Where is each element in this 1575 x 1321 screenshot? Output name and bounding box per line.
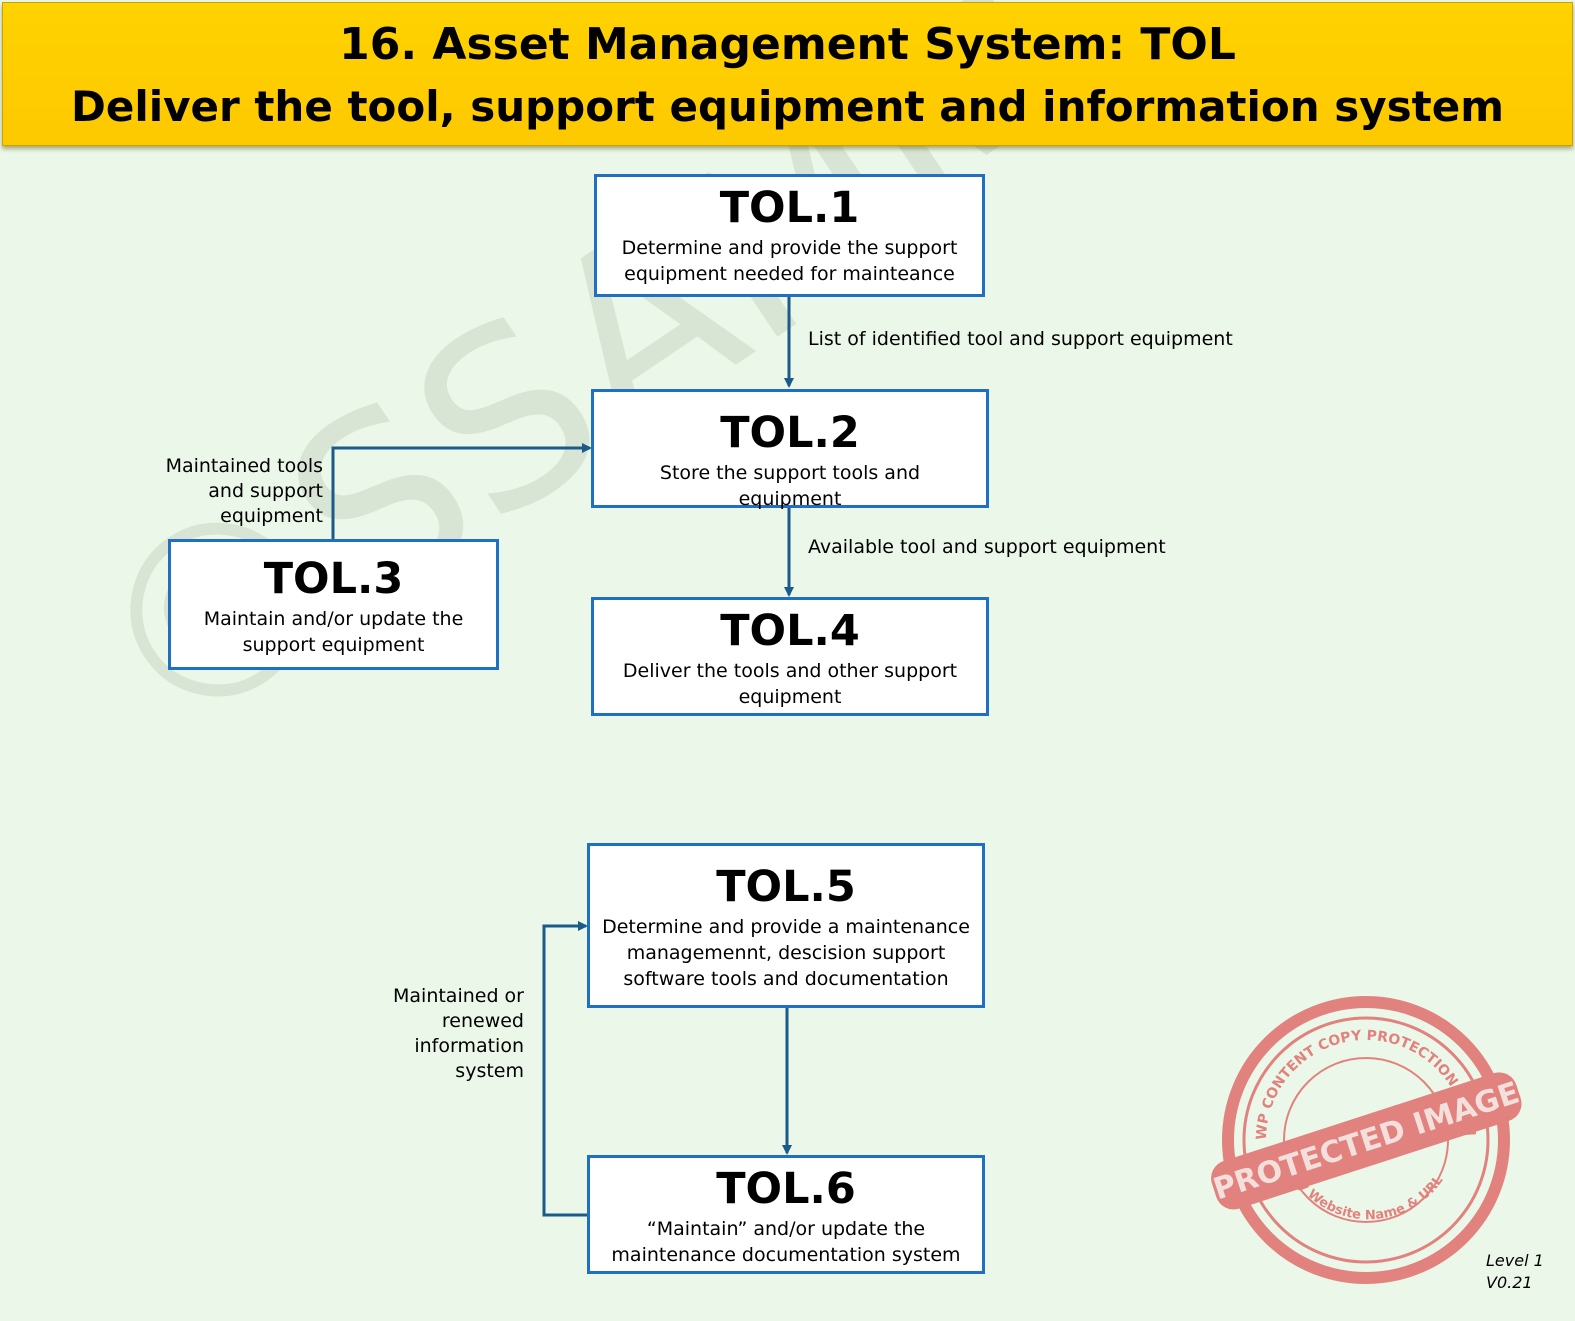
flow-label-tol1-tol2: List of identified tool and support equi… — [808, 328, 1233, 350]
process-description: Determine and provide the support equipm… — [621, 237, 958, 285]
arrow-tol3-to-tol2 — [331, 443, 592, 540]
process-description: “Maintain” and/or update the maintenance… — [611, 1218, 961, 1266]
process-box-tol1[interactable]: TOL.1 Determine and provide the support … — [594, 174, 985, 297]
process-description: Determine and provide a maintenance mana… — [602, 916, 970, 990]
process-id: TOL.2 — [720, 408, 860, 458]
process-id: TOL.5 — [716, 862, 856, 912]
protected-image-stamp: WP CONTENT COPY PROTECTION PLUGIN My Web… — [1206, 990, 1524, 1284]
stamp-band-text: PROTECTED IMAGE — [1209, 1075, 1523, 1207]
flow-label-line: and support — [208, 480, 323, 502]
flow-label-tol6-tol5: Maintained or renewed information system — [380, 984, 524, 1084]
flow-label-tol3-tol2: Maintained tools and support equipment — [150, 454, 323, 529]
process-description: Store the support tools and equipment — [659, 462, 921, 510]
process-description: Deliver the tools and other support equi… — [622, 660, 958, 708]
version-info: Level 1 V0.21 — [1486, 1250, 1544, 1294]
process-box-tol4[interactable]: TOL.4 Deliver the tools and other suppor… — [591, 597, 989, 716]
flow-label-tol2-tol4: Available tool and support equipment — [808, 536, 1166, 558]
process-id: TOL.1 — [719, 183, 860, 233]
flow-label-line: Maintained tools — [165, 455, 323, 477]
process-box-tol2[interactable]: TOL.2 Store the support tools and equipm… — [591, 389, 989, 510]
arrow-tol6-to-tol5 — [542, 921, 590, 1217]
flow-label-line: information — [414, 1035, 524, 1057]
level-label: Level 1 — [1486, 1251, 1544, 1270]
flow-label-line: Maintained or — [393, 985, 524, 1007]
process-box-tol3[interactable]: TOL.3 Maintain and/or update the support… — [168, 539, 499, 670]
flow-label-line: system — [455, 1060, 524, 1082]
flow-label-line: renewed — [441, 1010, 524, 1032]
process-id: TOL.3 — [263, 554, 404, 604]
version-number: V0.21 — [1486, 1273, 1533, 1292]
page-subtitle: Deliver the tool, support equipment and … — [71, 82, 1504, 131]
page-title: 16. Asset Management System: TOL — [339, 19, 1236, 70]
process-box-tol6[interactable]: TOL.6 “Maintain” and/or update the maint… — [587, 1155, 985, 1274]
process-id: TOL.6 — [716, 1164, 856, 1214]
process-description: Maintain and/or update the support equip… — [203, 608, 464, 656]
process-box-tol5[interactable]: TOL.5 Determine and provide a maintenanc… — [587, 843, 985, 1008]
process-id: TOL.4 — [720, 606, 860, 656]
flow-label-line: equipment — [220, 505, 323, 527]
page-header: 16. Asset Management System: TOL Deliver… — [2, 2, 1573, 146]
